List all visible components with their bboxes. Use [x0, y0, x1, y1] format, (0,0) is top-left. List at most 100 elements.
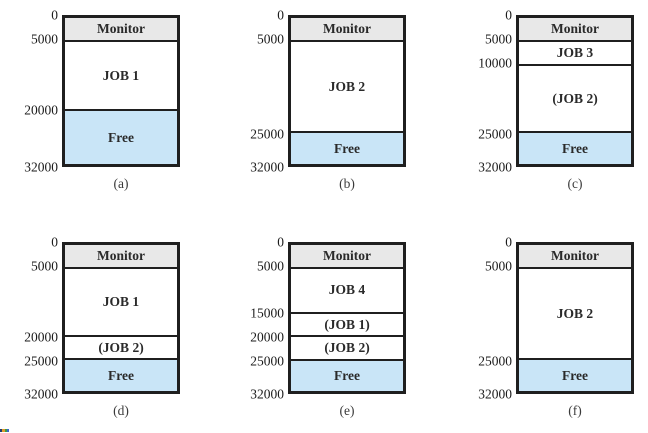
memory-section-job: JOB 3	[519, 41, 631, 66]
section-label: Free	[108, 129, 134, 145]
address-label: 5000	[485, 31, 512, 46]
memory-section-free: Free	[65, 360, 177, 391]
address-label: 5000	[257, 31, 284, 46]
artifact-pixel	[4, 429, 7, 432]
memory-section-monitor: Monitor	[65, 18, 177, 43]
section-label: (JOB 1)	[324, 316, 370, 332]
memory-section-job: JOB 1	[65, 268, 177, 337]
memory-section-free: Free	[291, 132, 403, 164]
diagram-caption: (d)	[113, 403, 129, 418]
section-label: JOB 2	[328, 78, 366, 94]
address-label: 20000	[24, 102, 58, 118]
memory-section-job: (JOB 1)	[291, 313, 403, 338]
address-label: 20000	[24, 329, 58, 345]
section-label: Monitor	[97, 21, 145, 37]
address-scale: 0 5000 20000 25000 32000	[14, 235, 58, 400]
address-label: 32000	[478, 159, 512, 175]
address-label: 32000	[24, 159, 58, 175]
section-label: Monitor	[323, 21, 371, 37]
address-label: 20000	[250, 329, 284, 345]
memory-section-monitor: Monitor	[519, 18, 631, 42]
diagram-caption: (b)	[339, 176, 355, 191]
address-label: 5000	[257, 258, 284, 273]
corner-pixel-artifact	[0, 429, 9, 432]
address-label: 0	[51, 7, 58, 23]
section-label: Monitor	[551, 248, 599, 264]
artifact-pixel	[2, 429, 5, 432]
address-label: 0	[277, 7, 284, 23]
memory-section-monitor: Monitor	[519, 245, 631, 270]
section-label: JOB 3	[556, 45, 594, 61]
address-label: 32000	[24, 386, 58, 402]
section-label: Monitor	[551, 21, 599, 37]
address-scale: 0 5000 15000 20000 25000 32000	[240, 235, 284, 400]
address-label: 32000	[250, 386, 284, 402]
section-label: Free	[108, 367, 134, 383]
address-label: 32000	[478, 386, 512, 402]
address-label: 5000	[31, 258, 58, 273]
address-label: 15000	[250, 305, 284, 321]
address-label: 0	[505, 7, 512, 23]
memory-section-monitor: Monitor	[291, 18, 403, 43]
address-label: 5000	[31, 31, 58, 46]
address-label: 32000	[250, 159, 284, 175]
section-label: JOB 1	[102, 293, 140, 309]
address-label: 25000	[250, 126, 284, 141]
address-scale: 0 5000 25000 32000	[468, 235, 512, 400]
address-label: 25000	[478, 126, 512, 141]
address-label: 25000	[24, 353, 58, 368]
address-scale: 0 5000 10000 25000 32000	[468, 8, 512, 173]
diagram-caption: (e)	[339, 403, 355, 418]
diagram-caption: (a)	[113, 176, 129, 191]
memory-section-monitor: Monitor	[65, 245, 177, 269]
memory-section-free: Free	[291, 360, 403, 391]
memory-section-free: Free	[519, 359, 631, 391]
address-label: 0	[51, 234, 58, 250]
section-label: (JOB 2)	[98, 339, 144, 355]
address-label: 25000	[250, 353, 284, 368]
address-label: 5000	[485, 258, 512, 273]
address-scale: 0 5000 20000 32000	[14, 8, 58, 173]
address-label: 0	[277, 234, 284, 250]
memory-section-monitor: Monitor	[291, 245, 403, 269]
section-label: (JOB 2)	[324, 340, 370, 356]
diagram-caption: (f)	[568, 403, 582, 418]
section-label: Free	[562, 367, 588, 383]
memory-section-job: (JOB 2)	[65, 336, 177, 361]
section-label: JOB 1	[102, 67, 140, 83]
artifact-pixel	[0, 429, 3, 432]
artifact-pixel	[6, 429, 9, 432]
section-label: Free	[334, 140, 360, 156]
section-label: Free	[334, 368, 360, 384]
memory-section-job: (JOB 2)	[291, 337, 403, 361]
section-label: Monitor	[97, 248, 145, 264]
section-label: Monitor	[323, 248, 371, 264]
section-label: (JOB 2)	[552, 90, 598, 106]
memory-section-job: JOB 1	[65, 42, 177, 111]
memory-section-free: Free	[65, 110, 177, 164]
address-label: 25000	[478, 353, 512, 368]
address-label: 10000	[478, 54, 512, 70]
memory-section-job: (JOB 2)	[519, 65, 631, 134]
section-label: Free	[562, 140, 588, 156]
memory-section-job: JOB 4	[291, 268, 403, 314]
section-label: JOB 2	[556, 305, 594, 321]
address-scale: 0 5000 25000 32000	[240, 8, 284, 173]
memory-section-job: JOB 2	[291, 42, 403, 133]
diagram-caption: (c)	[567, 176, 583, 191]
memory-section-job: JOB 2	[519, 269, 631, 360]
section-label: JOB 4	[328, 282, 366, 298]
address-label: 0	[505, 234, 512, 250]
